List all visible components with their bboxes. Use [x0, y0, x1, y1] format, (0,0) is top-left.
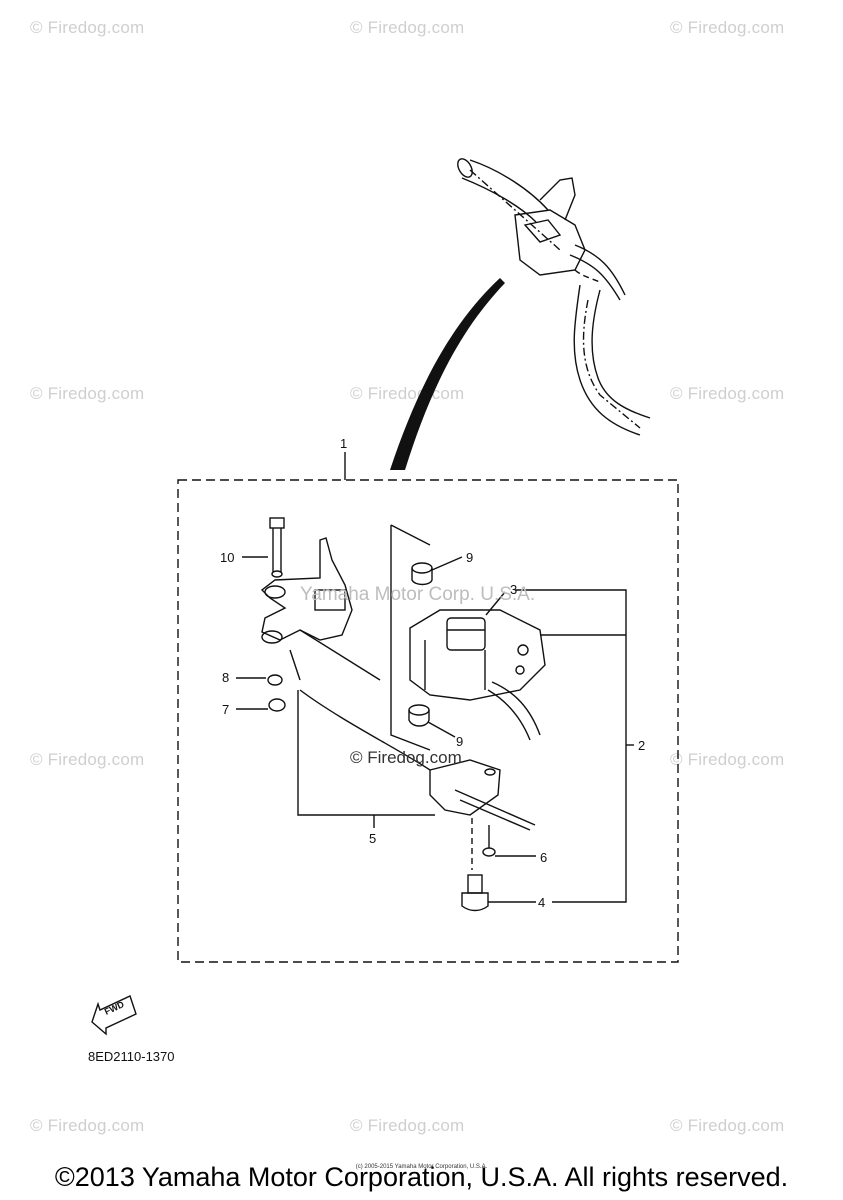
callout-3: 3	[510, 582, 518, 597]
callout-9-bottom: 9	[456, 734, 464, 749]
copyright-notice: ©2013 Yamaha Motor Corporation, U.S.A. A…	[54, 1162, 789, 1192]
part-8-washer	[267, 674, 283, 686]
callout-2: 2	[638, 738, 646, 753]
callout-6: 6	[540, 850, 548, 865]
callout-9-top: 9	[466, 550, 474, 565]
handlebar	[457, 158, 651, 436]
watermark-top-center: © Firedog.com	[350, 18, 465, 37]
watermark-lower-right: © Firedog.com	[670, 750, 785, 769]
tiny-notice: (c) 2005-2015 Yamaha Motor Corporation, …	[355, 1164, 488, 1170]
part-10-bolt	[242, 517, 285, 578]
callout-7: 7	[222, 702, 230, 717]
watermark-top-left: © Firedog.com	[30, 18, 145, 37]
callout-10: 10	[220, 550, 235, 565]
part-4-bolt	[461, 874, 536, 912]
firedog-center-watermark: © Firedog.com	[350, 748, 462, 767]
watermark-bottom-left: © Firedog.com	[30, 1116, 145, 1135]
part-9-grommet-top	[411, 556, 463, 586]
callout-5: 5	[369, 831, 377, 846]
part-3-switch-housing	[409, 591, 546, 741]
callout-1: 1	[340, 436, 348, 451]
fwd-arrow-icon	[91, 995, 137, 1036]
watermark-bottom-center: © Firedog.com	[350, 1116, 465, 1135]
part-6-screw	[482, 825, 536, 857]
callout-4: 4	[538, 895, 546, 910]
callout-8: 8	[222, 670, 230, 685]
assembly-boundary	[177, 479, 679, 963]
watermark-mid-right: © Firedog.com	[670, 384, 785, 403]
part-7-washer	[268, 698, 286, 712]
watermark-mid-left: © Firedog.com	[30, 384, 145, 403]
diagram-part-code: 8ED2110-1370	[88, 1049, 175, 1064]
lever-bracket	[260, 537, 381, 681]
part-9-grommet-bottom	[408, 704, 456, 738]
watermark-lower-left: © Firedog.com	[30, 750, 145, 769]
watermark-top-right: © Firedog.com	[670, 18, 785, 37]
part-5-lower-switch	[299, 689, 536, 831]
watermark-bottom-right: © Firedog.com	[670, 1116, 785, 1135]
yamaha-overlay-watermark: Yamaha Motor Corp. U.S.A.	[300, 584, 536, 605]
watermark-mid-center: © Firedog.com	[350, 384, 465, 403]
